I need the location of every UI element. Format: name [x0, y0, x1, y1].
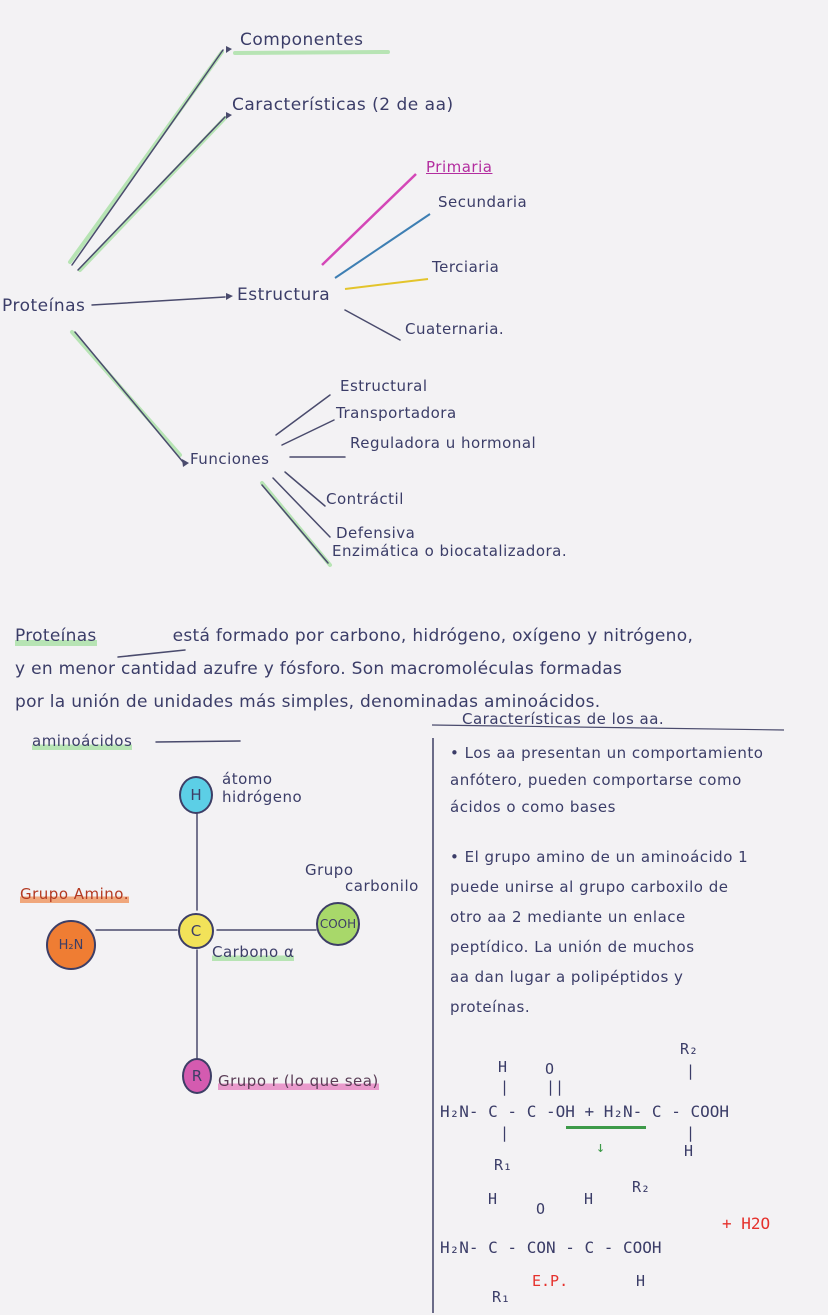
reaction-2-r2-top: R₂ — [632, 1178, 651, 1196]
estructura-secundaria: Secundaria — [438, 193, 528, 211]
reaction-1-underline — [566, 1126, 646, 1129]
bullet-1-line-2: anfótero, pueden comportarse como — [450, 771, 742, 789]
paragraph-keyword: Proteínas — [15, 626, 97, 646]
reaction-2-ep-label: E.P. — [532, 1272, 569, 1290]
caracteristicas-heading: Características de los aa. — [462, 710, 665, 728]
funcion-defensiva: Defensiva — [336, 524, 416, 542]
cooh-label-line-2: carbonilo — [345, 877, 419, 895]
root-proteinas: Proteínas — [2, 296, 86, 316]
r-group-circle: R — [182, 1058, 212, 1094]
reaction-2-r1-bottom: R₁ — [492, 1288, 511, 1306]
hydrogen-circle: H — [179, 776, 213, 814]
bullet-2-line-3: otro aa 2 mediante un enlace — [450, 908, 686, 926]
cooh-label-line-1: Grupo — [305, 861, 354, 879]
reaction-1-bond-4: | — [686, 1124, 696, 1142]
reaction-arrow-icon: ↓ — [596, 1138, 606, 1156]
bullet-2-line-4: peptídico. La unión de muchos — [450, 938, 695, 956]
bullet-2-line-5: aa dan lugar a polipéptidos y — [450, 968, 684, 986]
reaction-2-o-top: O — [536, 1200, 546, 1218]
r-group-label: Grupo r (lo que sea) — [218, 1072, 379, 1090]
node-funciones: Funciones — [190, 450, 270, 468]
reaction-2-h-bottom: H — [636, 1272, 646, 1290]
amino-label: Grupo Amino. — [20, 885, 129, 903]
aminoacidos-heading: aminoácidos — [32, 732, 133, 750]
hydrogen-label-line-1: átomo — [222, 770, 273, 788]
reaction-1-main: H₂N- C - C -OH + H₂N- C - COOH — [440, 1102, 729, 1121]
estructura-cuaternaria: Cuaternaria. — [405, 320, 505, 338]
bullet-2-line-6: proteínas. — [450, 998, 531, 1016]
amino-circle: H₂N — [46, 920, 96, 970]
carbon-circle: C — [178, 913, 214, 949]
estructura-primaria: Primaria — [426, 158, 493, 176]
cooh-label: Grupo carbonilo — [305, 862, 419, 894]
reaction-1-bond-2: | — [686, 1062, 696, 1080]
funcion-transportadora: Transportadora — [336, 404, 457, 422]
bullet-1-line-1: • Los aa presentan un comportamiento — [450, 744, 764, 762]
reaction-1-h-bottom: H — [684, 1142, 694, 1160]
bullet-1-line-3: ácidos o como bases — [450, 798, 616, 816]
reaction-1-r1-bottom: R₁ — [494, 1156, 513, 1174]
reaction-2-h-top-2: H — [584, 1190, 594, 1208]
estructura-terciaria: Terciaria — [432, 258, 500, 276]
bullet-2-line-2: puede unirse al grupo carboxilo de — [450, 878, 729, 896]
funcion-contractil: Contráctil — [326, 490, 404, 508]
paragraph-line-3: por la unión de unidades más simples, de… — [15, 692, 601, 712]
caracteristicas-bullet-1: • Los aa presentan un comportamiento anf… — [450, 740, 763, 821]
reaction-1-o-top: O — [545, 1060, 555, 1078]
bullet-2-line-1: • El grupo amino de un aminoácido 1 — [450, 848, 749, 866]
hydrogen-label-line-2: hidrógeno — [222, 788, 303, 806]
reaction-2-main: H₂N- C - CON - C - COOH — [440, 1238, 662, 1257]
carbon-label: Carbono α — [212, 943, 295, 961]
funcion-estructural: Estructural — [340, 377, 428, 395]
node-estructura: Estructura — [237, 285, 331, 305]
reaction-1-bond-1: | — [500, 1078, 510, 1096]
reaction-1-h-top: H — [498, 1058, 508, 1076]
reaction-1-double-bond: || — [546, 1078, 565, 1096]
funcion-enzimatica: Enzimática o biocatalizadora. — [332, 542, 568, 560]
hydrogen-label: átomo hidrógeno — [222, 770, 302, 806]
funcion-reguladora: Reguladora u hormonal — [350, 434, 537, 452]
reaction-1-r2-top: R₂ — [680, 1040, 699, 1058]
caracteristicas-bullet-2: • El grupo amino de un aminoácido 1 pued… — [450, 842, 748, 1022]
node-caracteristicas: Características (2 de aa) — [232, 95, 454, 115]
reaction-1-bond-3: | — [500, 1124, 510, 1142]
paragraph-line-1: está formado por carbono, hidrógeno, oxí… — [172, 626, 694, 646]
column-divider — [432, 738, 434, 1313]
cooh-circle: COOH — [316, 902, 360, 946]
reaction-2-water: + H2O — [722, 1214, 771, 1233]
node-componentes: Componentes — [240, 30, 364, 50]
paragraph-line-2: y en menor cantidad azufre y fósforo. So… — [15, 659, 623, 679]
definition-paragraph: Proteínas está formado por carbono, hidró… — [15, 620, 827, 719]
reaction-2-h-top: H — [488, 1190, 498, 1208]
